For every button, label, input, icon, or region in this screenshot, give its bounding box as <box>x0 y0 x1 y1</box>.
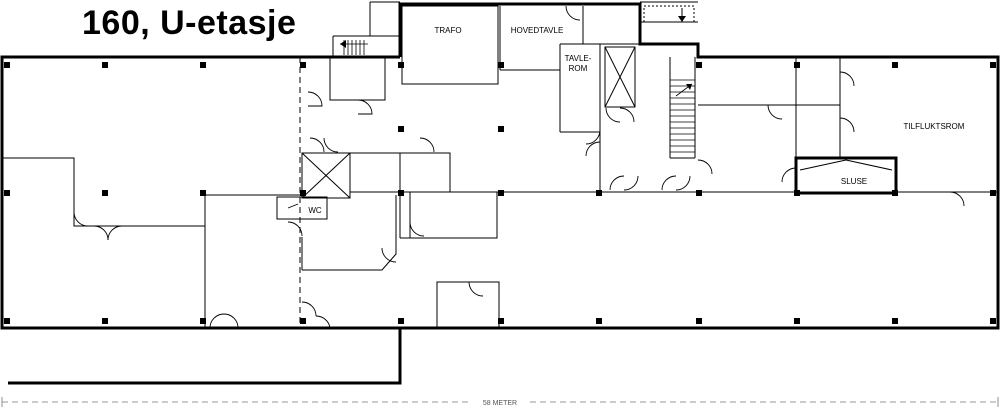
room-label-tilfluktsrom: TILFLUKTSROM <box>904 122 965 131</box>
stair-arrow-icon <box>340 16 692 90</box>
room-label-hovedtavle: HOVEDTAVLE <box>511 26 564 35</box>
scale-label: 58 METER <box>483 400 517 407</box>
doors <box>73 5 965 329</box>
floor-title: 160, U-etasje <box>82 4 297 42</box>
top-service-rooms <box>332 1 698 192</box>
room-label-tavlerom-1: TAVLE- <box>565 54 592 63</box>
room-label-sluse: SLUSE <box>841 177 867 186</box>
room-label-tavlerom-2: ROM <box>569 64 588 73</box>
room-label-wc: WC <box>308 206 322 215</box>
room-label-trafo: TRAFO <box>434 26 461 35</box>
scale-bar <box>1 397 999 407</box>
columns <box>4 62 996 324</box>
